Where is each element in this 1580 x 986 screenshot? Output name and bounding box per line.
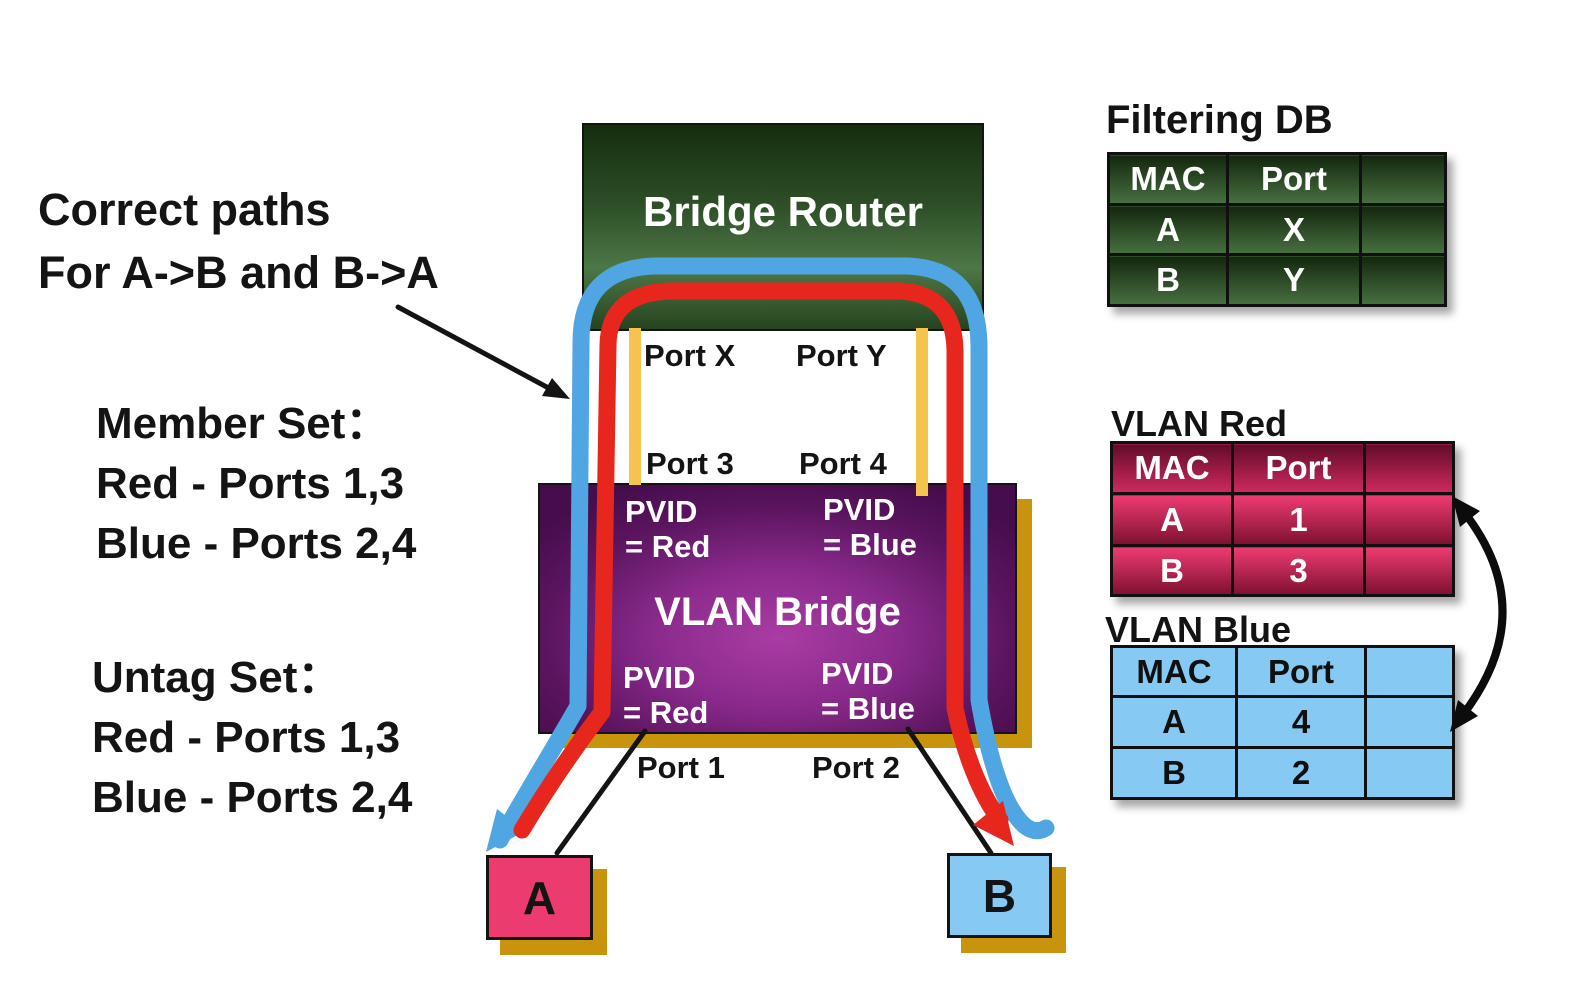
correct-paths-pointer-arrowhead-icon <box>542 378 570 399</box>
correct-paths-line1: Correct paths <box>38 184 331 235</box>
port-2-label: Port 2 <box>812 750 900 785</box>
vlan-blue-header-port: Port <box>1235 645 1367 698</box>
vlan-red-cell: 1 <box>1231 492 1366 547</box>
pvid-port2-label: PVID = Blue <box>821 656 915 726</box>
member-set-blue: Blue - Ports 2,4 <box>96 519 417 568</box>
member-set-note: Member Set： Red - Ports 1,3 Blue - Ports… <box>96 394 416 574</box>
untag-set-blue: Blue - Ports 2,4 <box>92 773 413 822</box>
vlan-blue-cell: 4 <box>1235 695 1367 749</box>
filtering-db-title: Filtering DB <box>1106 98 1333 142</box>
path-a-to-b-arrowhead-icon <box>973 801 1014 846</box>
vlan-blue-cell: 2 <box>1235 746 1367 800</box>
untag-set-note: Untag Set： Red - Ports 1,3 Blue - Ports … <box>92 648 412 828</box>
pvid-port1-line1: PVID <box>623 660 696 695</box>
table-row: MAC Port <box>1107 152 1447 206</box>
pvid-port1-line2: = Red <box>623 695 709 730</box>
vlan-red-cell <box>1363 492 1455 547</box>
pvid-port3-label: PVID = Red <box>625 494 710 564</box>
path-b-to-a-arrowhead-icon <box>486 809 525 852</box>
filtering-db-cell: Y <box>1226 253 1362 307</box>
filtering-db-header-port: Port <box>1226 152 1362 206</box>
port-4-label: Port 4 <box>799 446 887 481</box>
vlan-red-cell: 3 <box>1231 544 1366 597</box>
table-row: B Y <box>1107 253 1447 307</box>
vlan-red-cell: B <box>1110 544 1234 597</box>
pvid-port3-line2: = Red <box>625 529 711 564</box>
vlan-blue-cell <box>1364 746 1455 800</box>
link-port-y-to-4 <box>916 328 928 496</box>
port1-pointer-line <box>554 728 648 856</box>
host-b-box: B <box>947 853 1052 938</box>
correct-paths-pointer-line <box>395 304 559 395</box>
filtering-db-header-empty <box>1359 152 1447 206</box>
pvid-port4-line2: = Blue <box>823 527 917 562</box>
port-3-label: Port 3 <box>646 446 734 481</box>
filtering-db-cell: A <box>1107 203 1229 256</box>
vlan-red-table: MAC Port A 1 B 3 <box>1110 441 1455 597</box>
vlan-blue-cell: A <box>1110 695 1238 749</box>
pvid-port4-line1: PVID <box>823 492 896 527</box>
table-row: MAC Port <box>1110 441 1455 495</box>
vlan-blue-header-empty <box>1364 645 1455 698</box>
filtering-db-cell <box>1359 253 1447 307</box>
vlan-blue-header-mac: MAC <box>1110 645 1238 698</box>
link-port-x-to-3 <box>629 328 641 485</box>
vlan-bridge-label: VLAN Bridge <box>654 590 901 634</box>
pvid-port4-label: PVID = Blue <box>823 492 917 562</box>
vlan-red-cell: A <box>1110 492 1234 547</box>
bridge-router-label: Bridge Router <box>642 188 923 235</box>
filtering-db-cell: X <box>1226 203 1362 256</box>
vlan-red-title: VLAN Red <box>1111 403 1288 444</box>
table-row: A 4 <box>1110 695 1455 749</box>
member-set-title: Member Set： <box>96 399 390 448</box>
port-x-label: Port X <box>644 338 736 373</box>
member-set-red: Red - Ports 1,3 <box>96 459 405 508</box>
vlan-red-header-port: Port <box>1231 441 1366 495</box>
table-row: A 1 <box>1110 492 1455 547</box>
correct-paths-line2: For A->B and B->A <box>38 247 439 298</box>
vlan-red-header-empty <box>1363 441 1455 495</box>
filtering-db-header-mac: MAC <box>1107 152 1229 206</box>
vlan-red-cell <box>1363 544 1455 597</box>
vlan-blue-title: VLAN Blue <box>1105 609 1292 650</box>
vlan-blue-cell <box>1364 695 1455 749</box>
host-a-label: A <box>522 871 557 924</box>
host-b-label: B <box>982 869 1017 922</box>
table-row: A X <box>1107 203 1447 256</box>
vlan-blue-cell: B <box>1110 746 1238 800</box>
untag-set-title: Untag Set： <box>92 653 342 702</box>
filtering-db-table: MAC Port A X B Y <box>1107 152 1447 307</box>
port-1-label: Port 1 <box>637 750 725 785</box>
port-y-label: Port Y <box>796 338 887 373</box>
filtering-db-cell <box>1359 203 1447 256</box>
table-row: MAC Port <box>1110 645 1455 698</box>
untag-set-red: Red - Ports 1,3 <box>92 713 401 762</box>
pvid-port3-line1: PVID <box>625 494 698 529</box>
vlan-tables-swap-arrow <box>1458 508 1507 720</box>
filtering-db-cell: B <box>1107 253 1229 307</box>
pvid-port1-label: PVID = Red <box>623 660 708 730</box>
pvid-port2-line1: PVID <box>821 656 894 691</box>
swap-arrowhead-top-icon <box>1452 496 1480 527</box>
host-a-box: A <box>486 855 593 940</box>
pvid-port2-line2: = Blue <box>821 691 915 726</box>
table-row: B 3 <box>1110 544 1455 597</box>
table-row: B 2 <box>1110 746 1455 800</box>
vlan-red-header-mac: MAC <box>1110 441 1234 495</box>
correct-paths-note: Correct paths For A->B and B->A <box>38 178 439 304</box>
vlan-blue-table: MAC Port A 4 B 2 <box>1110 645 1455 800</box>
